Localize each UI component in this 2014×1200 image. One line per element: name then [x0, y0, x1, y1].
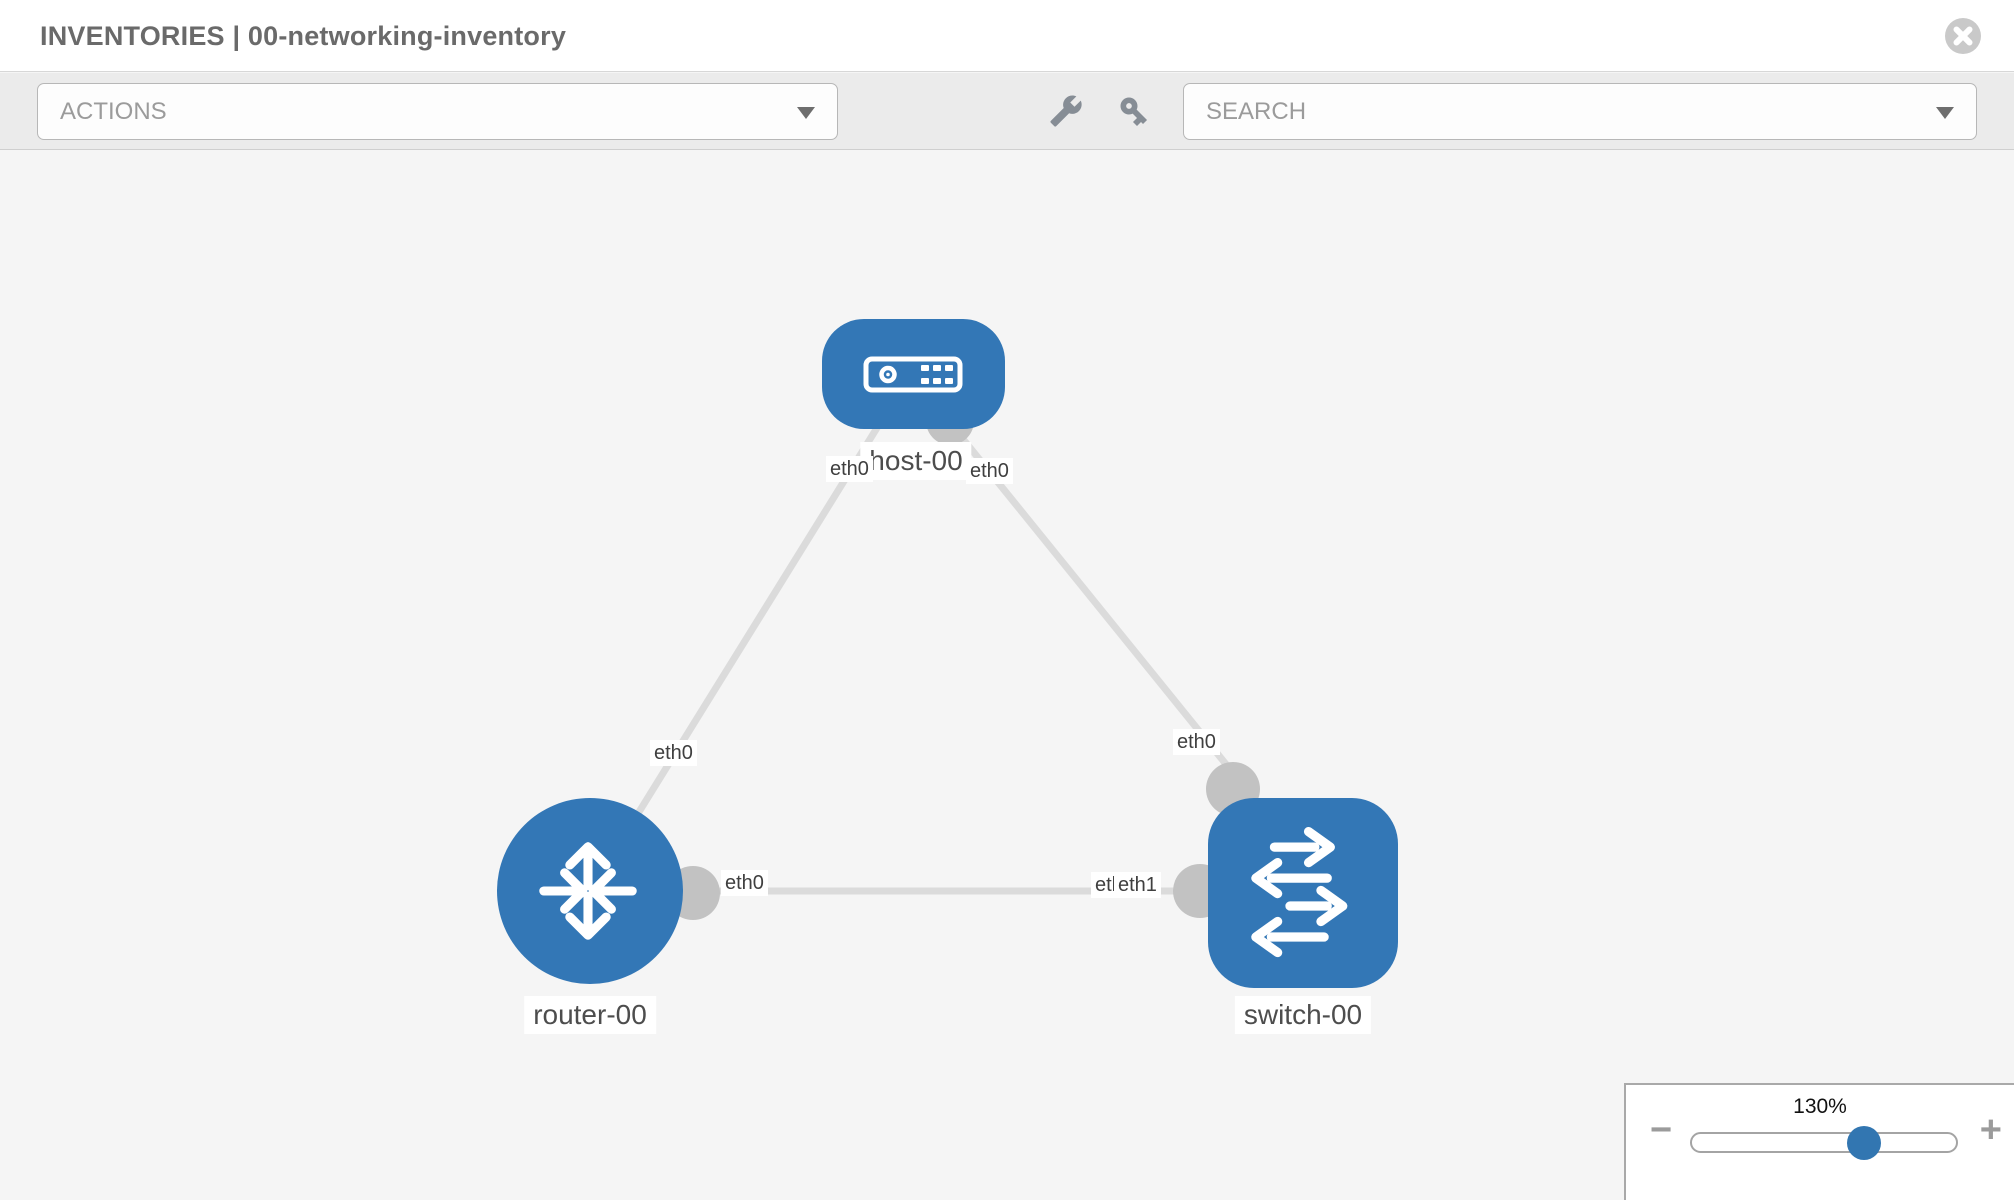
page-title: INVENTORIES | 00-networking-inventory — [40, 21, 567, 51]
wrench-icon — [1049, 95, 1083, 131]
actions-dropdown[interactable]: ACTIONS — [37, 83, 838, 140]
interface-label-switch-eth1: eth1 — [1114, 872, 1161, 898]
topology-canvas[interactable]: host-00 router-00 switch-00 eth0 eth0 et… — [0, 151, 2014, 1200]
zoom-slider-track[interactable] — [1690, 1126, 1958, 1160]
interface-label-router-eth0-right: eth0 — [721, 870, 768, 896]
node-label-host: host-00 — [860, 442, 972, 480]
search-dropdown[interactable]: SEARCH — [1183, 83, 1977, 140]
interface-label-host-eth0-left: eth0 — [826, 456, 873, 482]
wrench-button[interactable] — [1048, 94, 1084, 130]
interface-label-host-eth0-right: eth0 — [966, 458, 1013, 484]
close-icon — [1944, 18, 1982, 58]
node-label-switch: switch-00 — [1234, 996, 1372, 1034]
host-icon — [863, 356, 963, 393]
interface-label-switch-eth0-top: eth0 — [1173, 729, 1220, 755]
node-switch[interactable] — [1208, 798, 1398, 988]
chevron-down-icon — [1936, 107, 1954, 119]
switch-icon — [1251, 826, 1348, 958]
zoom-slider-knob[interactable] — [1847, 1126, 1881, 1160]
link-host-switch[interactable] — [947, 420, 1283, 834]
chevron-down-icon — [797, 107, 815, 119]
search-dropdown-label: SEARCH — [1206, 97, 1307, 125]
zoom-in-button[interactable]: + — [1979, 1109, 2002, 1151]
key-button[interactable] — [1116, 94, 1152, 130]
node-router[interactable] — [497, 798, 683, 984]
zoom-panel: 130% − + — [1624, 1083, 2014, 1200]
zoom-level-value: 130% — [1793, 1095, 1847, 1118]
key-icon — [1117, 97, 1151, 131]
link-layer — [587, 420, 1300, 895]
page-header: INVENTORIES | 00-networking-inventory — [0, 0, 2014, 72]
close-button[interactable] — [1944, 17, 1982, 55]
toolbar: ACTIONS SEARCH — [0, 73, 2014, 150]
router-icon — [539, 842, 637, 940]
actions-dropdown-label: ACTIONS — [60, 97, 167, 125]
interface-label-router-eth0-top: eth0 — [650, 740, 697, 766]
zoom-out-button[interactable]: − — [1650, 1109, 1673, 1151]
node-host[interactable] — [822, 319, 1005, 429]
node-label-router: router-00 — [524, 996, 656, 1034]
